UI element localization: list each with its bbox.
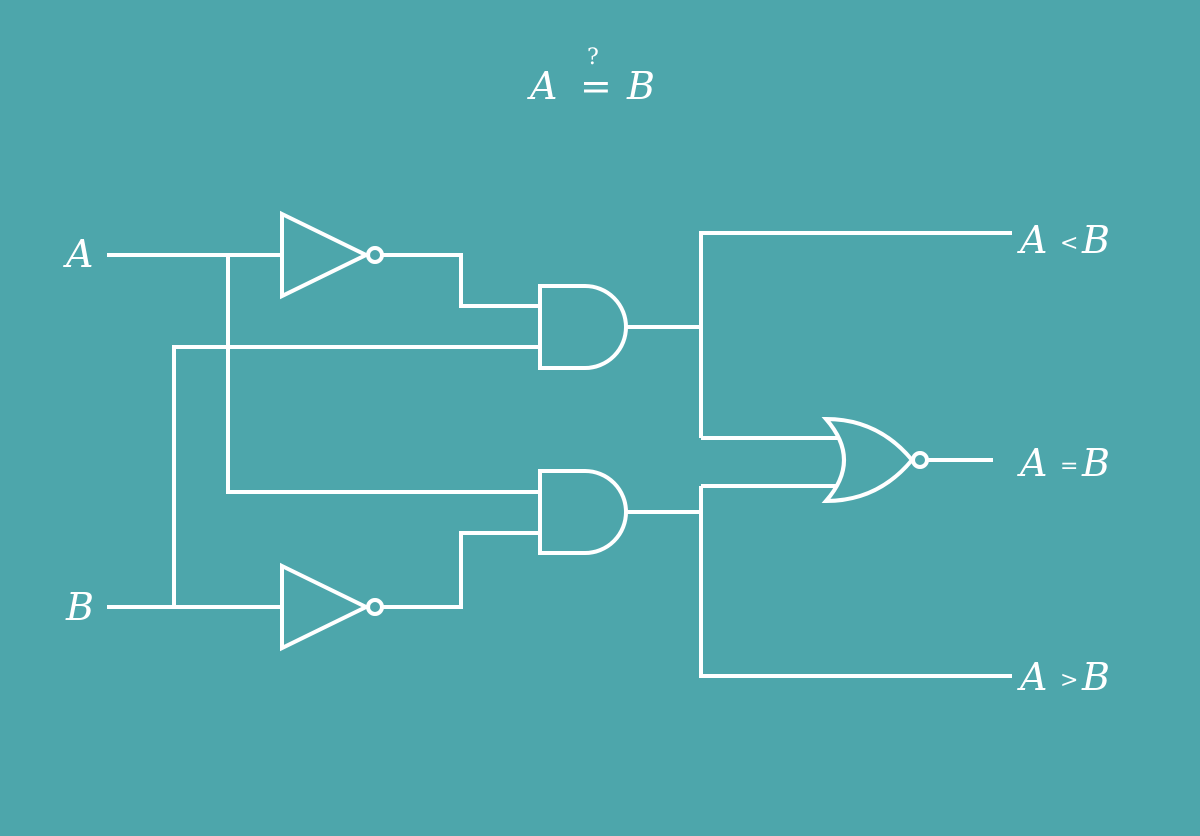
output-greater-left: A [1017,655,1047,699]
input-a-wires [107,253,540,494]
output-less-right: B [1081,218,1110,262]
output-equal-right: B [1081,441,1110,485]
not-b-output-wire [382,531,540,609]
not-gate-b [280,562,384,652]
output-greater-op: > [1060,668,1078,693]
nor-input-wires [701,436,838,488]
title-left: A [527,64,557,108]
output-equal-left: A [1017,441,1047,485]
not-a-output-wire [382,253,540,308]
output-less-left: A [1017,218,1047,262]
output-label-less: A < B [1017,218,1110,262]
title-question-mark: ? [587,45,599,70]
input-label-a: A [63,232,93,276]
output-label-greater: A > B [1017,655,1110,699]
and-gate-bottom [538,469,628,555]
title-right: B [626,64,655,108]
output-equal-op: = [1060,454,1078,479]
title-relation: = [580,64,612,108]
nor-gate [821,416,929,504]
input-label-b: B [65,585,94,629]
not-gate-a [280,210,384,300]
greater-output-wire [699,486,1012,678]
output-label-equal: A = B [1017,441,1110,485]
output-greater-right: B [1081,655,1110,699]
and-gate-top [538,284,628,370]
input-b-wires [107,345,540,609]
less-output-wire [699,231,1012,438]
title: A = ? B [527,45,655,108]
output-less-op: < [1060,231,1078,256]
